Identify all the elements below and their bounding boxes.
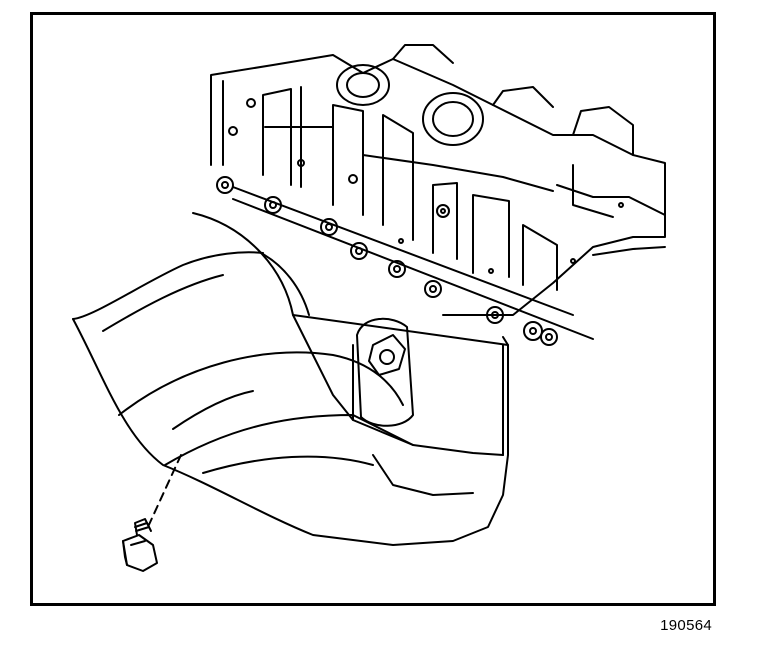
illustration-frame: [30, 12, 716, 606]
oil-pan: [72, 212, 509, 546]
engine-block: [210, 44, 666, 340]
figure-id-label: 190564: [660, 617, 712, 634]
drain-plug-boss: [356, 317, 414, 427]
pan-flange-bolts: [216, 176, 558, 346]
drain-plug-bolt: [122, 454, 182, 572]
engine-oil-pan-illustration: [72, 44, 666, 572]
